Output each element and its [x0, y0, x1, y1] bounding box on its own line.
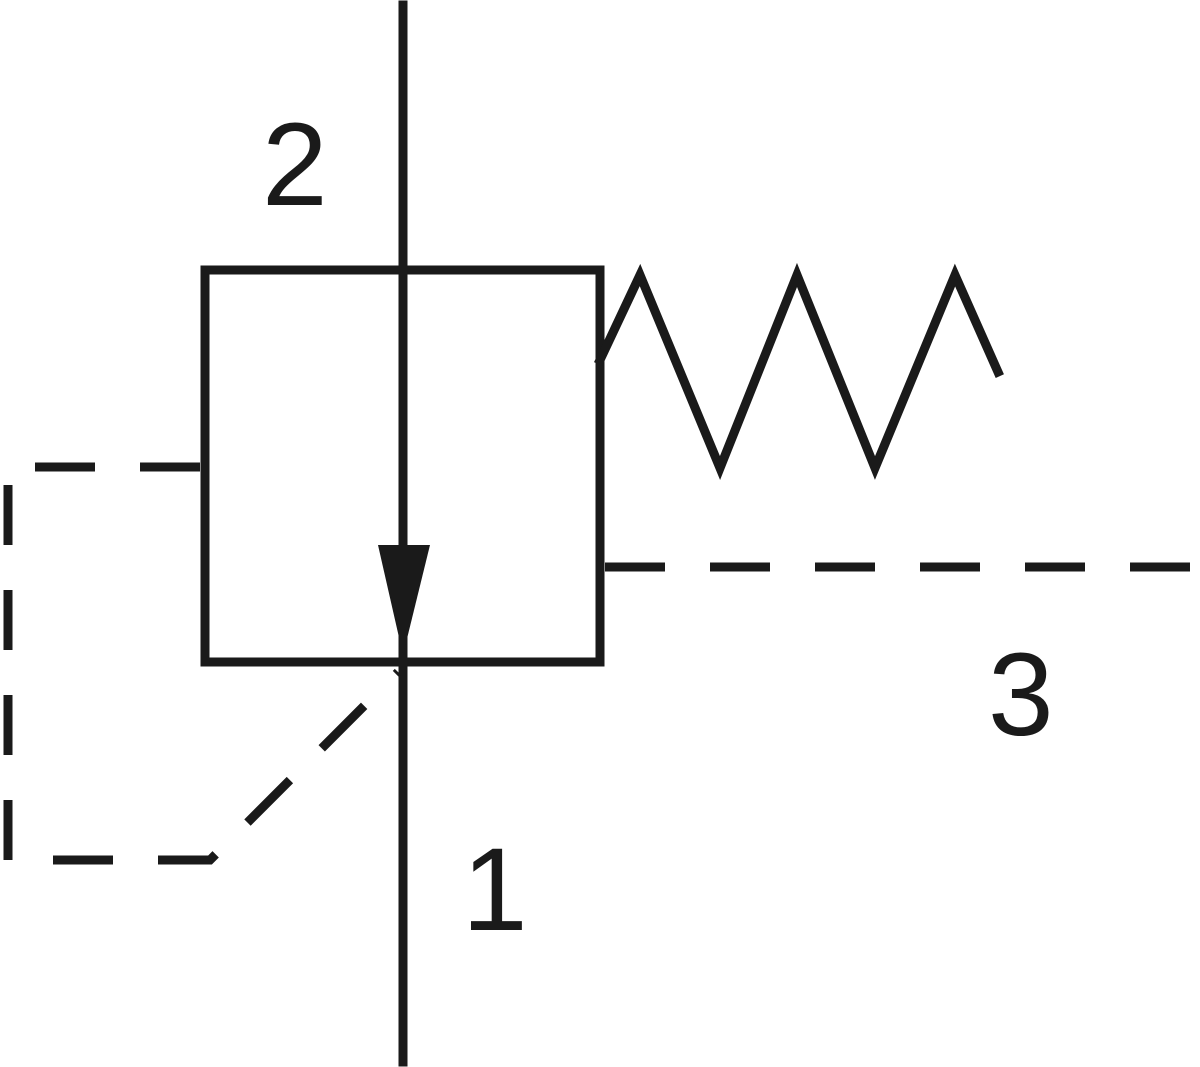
- spring-icon: [594, 262, 1004, 480]
- valve-envelope: [200, 265, 605, 667]
- pilot-control-line: [3, 462, 402, 865]
- port-label-1: 1: [462, 824, 528, 956]
- port-label-3: 3: [988, 629, 1054, 761]
- flow-arrow-icon: [378, 545, 430, 655]
- port-label-2: 2: [262, 99, 328, 231]
